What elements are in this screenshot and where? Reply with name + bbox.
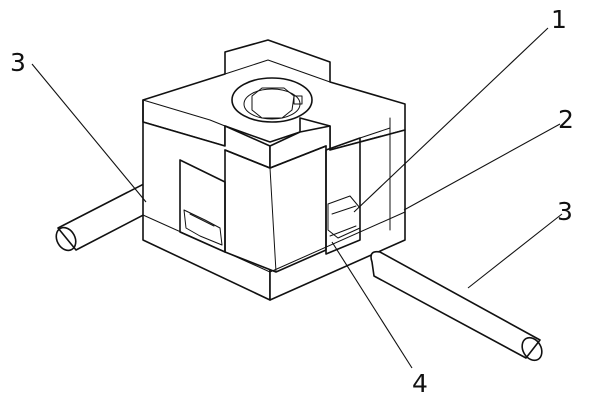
- callout-3-left: 3: [10, 48, 26, 77]
- leader-2: [403, 123, 561, 211]
- leader-4: [331, 241, 413, 369]
- block-body: [142, 39, 406, 301]
- central-bore: [231, 77, 313, 123]
- leader-3a: [31, 63, 147, 203]
- leader-1: [353, 27, 549, 213]
- callout-4: 4: [412, 369, 428, 398]
- leader-lines: [31, 27, 563, 369]
- callout-3-right: 3: [557, 197, 573, 226]
- rod-right: [370, 250, 543, 362]
- leader-3b: [467, 213, 563, 289]
- callout-2: 2: [558, 105, 574, 134]
- callout-1: 1: [551, 5, 567, 34]
